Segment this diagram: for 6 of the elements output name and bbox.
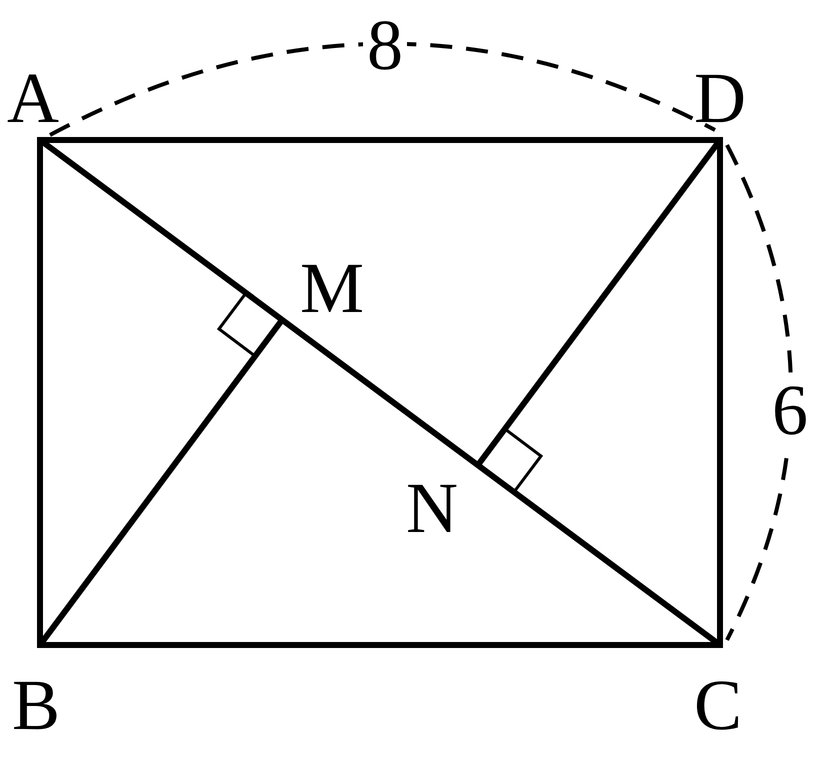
point-label: M (300, 252, 364, 324)
point-label: D (694, 62, 746, 134)
point-label: N (406, 472, 458, 544)
point-label: B (12, 669, 60, 741)
point-label: A (7, 62, 59, 134)
point-label: C (694, 669, 742, 741)
